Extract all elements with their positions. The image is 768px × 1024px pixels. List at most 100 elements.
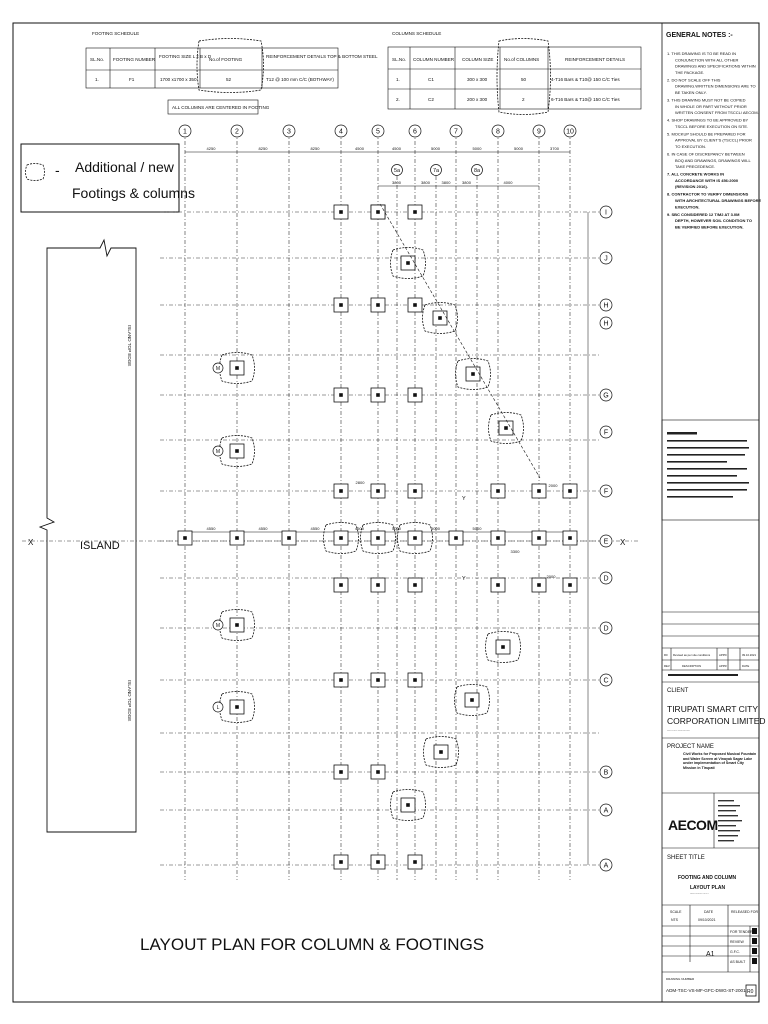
f7-column bbox=[376, 393, 380, 397]
f18-column bbox=[339, 536, 343, 540]
sub-dim-2: 3800 bbox=[442, 180, 452, 185]
island-edge-bottom: ISLAND TOP EDGE bbox=[127, 680, 132, 721]
f13-column bbox=[537, 489, 541, 493]
row-label-E: E bbox=[604, 539, 609, 546]
mid-dim-2: 4550 bbox=[311, 526, 321, 531]
rev-row-appr: APPD bbox=[719, 653, 727, 657]
grid-bubble-7 bbox=[449, 124, 463, 138]
rev-h-appr: APPR bbox=[719, 664, 727, 668]
cs-h1: SL.No. bbox=[392, 57, 406, 62]
fs-note: ALL COLUMNS ARE CENTERED IN FOOTING bbox=[172, 105, 270, 110]
sheet-title-label: SHEET TITLE bbox=[667, 855, 705, 861]
diagonal-reference-line bbox=[379, 203, 541, 479]
row-bubble-I bbox=[599, 205, 613, 219]
top-dim-1: 8250 bbox=[259, 146, 269, 151]
grid-label-4: 4 bbox=[339, 129, 343, 136]
legend-line1: Additional / new bbox=[75, 159, 175, 175]
fs-r1c5: T12 @ 100 mm C/C (BOTHWAY) bbox=[266, 77, 334, 82]
row-label-I: I bbox=[605, 210, 607, 217]
f16-column bbox=[235, 536, 239, 540]
date-value: 09/10/2021 bbox=[698, 918, 716, 922]
grid-bubble-5 bbox=[371, 124, 385, 138]
sheet-title-2: LAYOUT PLAN bbox=[690, 885, 725, 891]
small-dim-1: 2000 bbox=[549, 483, 559, 488]
f19-column bbox=[376, 536, 380, 540]
general-note-5-line-2: TO EXECUTION. bbox=[675, 144, 706, 149]
left-label-0: M bbox=[216, 366, 220, 372]
general-note-8-line-0: 8. CONTRACTOR TO VERIFY DIMENSIONS bbox=[667, 192, 749, 197]
sheet-title-1: FOOTING AND COLUMN bbox=[678, 875, 737, 881]
general-note-1-line-1: CONJUNCTION WITH ALL OTHER bbox=[675, 57, 739, 62]
f31-column bbox=[339, 678, 343, 682]
f25-column bbox=[339, 583, 343, 587]
grid-label-6: 6 bbox=[413, 129, 417, 136]
top-dim-6: 5000 bbox=[473, 146, 483, 151]
released-for-label: RELEASED FOR bbox=[731, 910, 759, 914]
status-as-built: AS BUILT bbox=[730, 960, 746, 964]
sheet-title: FOOTING AND COLUMN LAYOUT PLAN bbox=[690, 892, 709, 895]
grid-bubble-9 bbox=[532, 124, 546, 138]
rev-h-desc: DESCRIPTION bbox=[682, 664, 701, 668]
f27-column bbox=[413, 583, 417, 587]
client-name-2: CORPORATION LIMITED bbox=[667, 716, 766, 726]
f22-column bbox=[496, 536, 500, 540]
row-bubble-D bbox=[599, 621, 613, 635]
fs-r1c1: 1. bbox=[95, 77, 99, 82]
general-note-5-line-0: 5. MOCKUP SHOULD BE PREPARED FOR bbox=[667, 131, 746, 136]
left-bubble-0 bbox=[212, 362, 224, 374]
f43-column bbox=[504, 426, 508, 430]
paper-size: A1 bbox=[706, 951, 715, 958]
f6-column bbox=[339, 393, 343, 397]
mid-dim-3: 4500 bbox=[355, 526, 365, 531]
left-bubble-3 bbox=[212, 701, 224, 713]
revision-number: R0 bbox=[747, 989, 754, 995]
subgrid-bubble-5a bbox=[391, 164, 403, 176]
cs-r2c2: C2 bbox=[428, 97, 434, 102]
cs-r2c1: 2. bbox=[396, 97, 400, 102]
grid-bubble-4 bbox=[334, 124, 348, 138]
top-dim-8: 3700 bbox=[550, 146, 560, 151]
grid-label-8: 8 bbox=[496, 129, 500, 136]
footing-schedule: FOOTING SCHEDULE SL.No. FOOTING NUMBER F… bbox=[85, 31, 378, 115]
secondary-notes bbox=[667, 432, 749, 498]
drawing-number: ADM-TSC-VS-MF-GFC-DWG-ST-2001 bbox=[666, 988, 746, 993]
status-for-tender: FOR TENDER bbox=[730, 930, 753, 934]
small-dim-3: 2000 bbox=[547, 574, 557, 579]
row-label-J: J bbox=[604, 256, 608, 263]
general-note-8-line-1: WITH ARCHITECTURAL DRAWINGS BEFORE bbox=[675, 198, 762, 203]
legend: - Additional / new Footings & columns bbox=[20, 143, 195, 213]
f9-column bbox=[339, 489, 343, 493]
general-note-3-line-1: IN WHOLE OR PART WITHOUT PRIOR bbox=[675, 104, 747, 109]
f49-column bbox=[470, 698, 474, 702]
rev-row-date: 09.10.2021 bbox=[742, 653, 756, 657]
f39-column bbox=[376, 210, 380, 214]
general-note-9-line-2: BE VERIFIED BEFORE EXECUTION. bbox=[675, 224, 743, 229]
top-dim-7: 5000 bbox=[514, 146, 524, 151]
f3-column bbox=[339, 303, 343, 307]
general-note-2-line-1: DRAWING.WRITTEN DIMENSIONS ARE TO bbox=[675, 84, 756, 89]
f50-column bbox=[439, 750, 443, 754]
general-note-2-line-0: 2. DO NOT SCALE OFF THIS bbox=[667, 77, 721, 82]
client-name-1: TIRUPATI SMART CITY bbox=[667, 704, 758, 714]
fs-r1c2: F1 bbox=[129, 77, 135, 82]
small-dim-0: 2800 bbox=[356, 480, 366, 485]
left-label-1: M bbox=[216, 449, 220, 455]
left-bubble-2 bbox=[212, 619, 224, 631]
mid-dim-4: 5000 bbox=[392, 526, 402, 531]
f14-column bbox=[568, 489, 572, 493]
cs-r1c3: 300 x 300 bbox=[467, 77, 488, 82]
island: ISLAND ISLAND TOP EDGE ISLAND TOP EDGE bbox=[38, 238, 137, 833]
top-dim-0: 4250 bbox=[207, 146, 217, 151]
row-label-H: H bbox=[603, 303, 608, 310]
status-checkbox-2 bbox=[752, 938, 757, 944]
f4-column bbox=[376, 303, 380, 307]
row-label-D: D bbox=[603, 576, 608, 583]
title-block: GENERAL NOTES :- 1. THIS DRAWING IS TO B… bbox=[661, 32, 766, 997]
fs-r1c3: 1700 x1700 x 350 bbox=[160, 77, 197, 82]
row-label-C: C bbox=[603, 678, 608, 685]
general-note-8-line-2: EXECUTION. bbox=[675, 204, 699, 209]
row-bubble-F bbox=[599, 484, 613, 498]
revision-table: R0 Revised as per site conditions APPD 0… bbox=[662, 611, 759, 676]
general-note-9-line-1: DEPTH, HOWEVER SOIL CONDITION TO bbox=[675, 218, 752, 223]
general-note-4-line-1: TSCCL BEFORE EXECUTION ON SITE. bbox=[675, 124, 748, 129]
